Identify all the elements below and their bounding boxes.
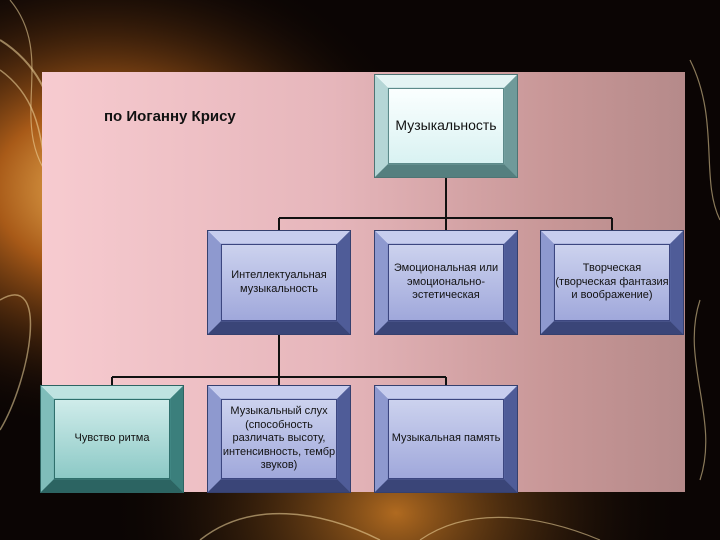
diagram-subtitle: по Иоганну Крису <box>104 108 236 125</box>
node-musicality-label: Музыкальность <box>388 88 504 164</box>
node-memory: Музыкальная память <box>374 385 518 493</box>
node-rhythm: Чувство ритма <box>40 385 184 493</box>
node-creative: Творческая (творческая фантазия и вообра… <box>540 230 684 335</box>
node-emotional: Эмоциональная или эмоционально-эстетичес… <box>374 230 518 335</box>
node-emotional-label: Эмоциональная или эмоционально-эстетичес… <box>388 244 504 321</box>
node-memory-label: Музыкальная память <box>388 399 504 479</box>
node-intellectual-label: Интеллектуальная музыкальность <box>221 244 337 321</box>
node-intellectual: Интеллектуальная музыкальность <box>207 230 351 335</box>
node-creative-label: Творческая (творческая фантазия и вообра… <box>554 244 670 321</box>
node-hearing: Музыкальный слух (способность различать … <box>207 385 351 493</box>
node-rhythm-label: Чувство ритма <box>54 399 170 479</box>
node-hearing-label: Музыкальный слух (способность различать … <box>221 399 337 479</box>
node-musicality: Музыкальность <box>374 74 518 178</box>
